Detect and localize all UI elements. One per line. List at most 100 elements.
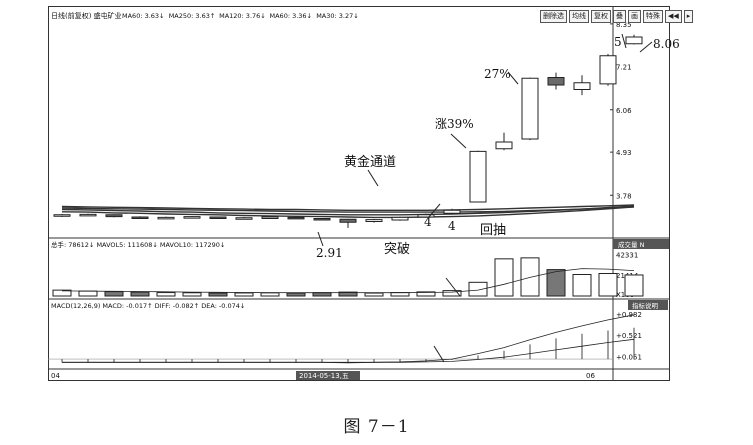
macd-tick-label: +0.521 [616, 332, 642, 340]
candle-body [53, 214, 71, 217]
low-price-label: 2.91 [316, 246, 343, 260]
chart-frame: 日线(前复权) 盛屯矿业 MA60: 3.63↓ MA250: 3.63↑MA12… [48, 6, 680, 381]
volume-tag-text: 成交量 N [618, 240, 645, 249]
volume-bar [364, 292, 384, 297]
volume-bar [468, 281, 488, 297]
x-axis-left: 04 [51, 372, 60, 380]
ma-value-label: MA60: 3.36↓ [270, 12, 313, 20]
x-axis-right: 06 [586, 372, 595, 380]
four-label-b: 4 [448, 219, 456, 233]
macd-tag[interactable] [628, 300, 668, 310]
volume-ma-line [61, 268, 635, 294]
moving-average-line [61, 205, 635, 216]
ma-value-label: MA60: 3.63↓ [122, 12, 165, 20]
macd-arrow [433, 345, 445, 363]
macd-tick-label: +0.051 [616, 354, 642, 362]
golden-channel-arrow [367, 169, 379, 187]
toolbar-button-2[interactable]: 复权 [591, 10, 611, 23]
toolbar-button-1[interactable]: 均线 [569, 10, 589, 23]
volume-bar [494, 258, 514, 297]
breakout-label: 突破 [384, 241, 410, 257]
five-label: 5 [614, 35, 622, 49]
candle-body [313, 218, 331, 221]
price-tick-label: 7.21 [616, 64, 632, 72]
price-tick-label: 6.06 [616, 107, 632, 115]
volume-tick-label: 42331 [616, 252, 638, 260]
volume-bar [78, 290, 98, 297]
candle-body [287, 216, 305, 220]
candle-body [365, 219, 383, 222]
volume-bar [442, 290, 462, 297]
candle-body [235, 217, 253, 220]
volume-bar [520, 257, 540, 297]
volume-bar [52, 289, 72, 297]
macd-label: MACD(12,26,9) MACD: -0.017↑ DIFF: -0.082… [51, 302, 245, 310]
high-price-label: 8.06 [653, 37, 680, 51]
price-tick-label: 3.78 [616, 192, 632, 200]
volume-bar [286, 292, 306, 297]
volume-bar [338, 291, 358, 297]
toolbar-button-7[interactable]: ▸ [683, 10, 694, 23]
candle-body [339, 218, 357, 223]
volume-bar [572, 273, 592, 297]
ma-value-label: MA30: 3.27↓ [316, 12, 359, 20]
ma-value-label: MA120: 3.76↓ [219, 12, 266, 20]
price-tick-label: 4.93 [616, 149, 632, 157]
toolbar-button-3[interactable]: 叠 [613, 10, 626, 23]
moving-average-line [61, 204, 635, 211]
x-axis-middle: 2014-05-13,五 [299, 372, 349, 380]
rise27-arrow [507, 71, 519, 85]
candle-body [157, 216, 175, 220]
volume-bar [208, 292, 228, 297]
volume-bar [624, 274, 644, 297]
volume-bar [416, 291, 436, 297]
high-arrow [639, 41, 653, 53]
macd-tag-text: 指标说明 [632, 301, 659, 310]
toolbar-button-6[interactable]: ◀◀ [665, 10, 682, 23]
macd-tick-label: +0.982 [616, 311, 642, 319]
kline-chart: 日线(前复权) 盛屯矿业 MA60: 3.63↓ MA250: 3.63↑MA12… [48, 6, 680, 381]
candle-body [79, 213, 97, 217]
candle-body [261, 216, 279, 219]
volume-bar [182, 292, 202, 297]
candle-body [469, 150, 487, 203]
toolbar-button-4[interactable]: 画 [628, 10, 641, 23]
candle-body [625, 36, 643, 45]
toolbar-button-5[interactable]: 特殊 [643, 10, 663, 23]
candle-body [547, 77, 565, 86]
x-axis-date-box [296, 371, 360, 380]
candle-body [495, 141, 513, 150]
chart-toolbar: 删除选均线复权叠画特殊◀◀▸ [540, 10, 694, 23]
low-price-arrow [317, 231, 324, 247]
volume-bar [234, 292, 254, 297]
pullback-label: 回抽 [480, 223, 506, 238]
candle-body [521, 77, 539, 140]
figure-caption: 图 7－1 [343, 417, 410, 437]
candle-body [183, 216, 201, 219]
volume-bar [260, 292, 280, 297]
price-tick-label: 8.35 [616, 21, 632, 29]
candle-body [573, 82, 591, 90]
four-label-a: 4 [424, 215, 432, 229]
volume-label: 总手: 78612↓ MAVOL5: 111608↓ MAVOL10: 1172… [51, 240, 225, 249]
volume-bar [130, 291, 150, 297]
candle-body [131, 216, 149, 219]
volume-bar [104, 291, 124, 297]
rise27-label: 27% [484, 67, 511, 81]
candle-body [443, 209, 461, 214]
candle-body [391, 216, 409, 221]
rise39-arrow [450, 133, 467, 149]
rise39-label: 涨39% [435, 116, 474, 131]
toolbar-button-0[interactable]: 删除选 [540, 10, 567, 23]
macd-dea-line [62, 338, 635, 363]
candle-body [209, 216, 227, 219]
moving-average-line [61, 206, 635, 219]
five-arrow [621, 33, 627, 49]
top-info-title: 日线(前复权) 盛屯矿业 [51, 11, 122, 20]
volume-bar [598, 273, 618, 297]
volume-bar [156, 292, 176, 297]
candle-body [417, 214, 435, 218]
ma-value-label: MA250: 3.63↑ [169, 12, 216, 20]
volume-tag[interactable] [613, 239, 669, 249]
volume-arrow [445, 277, 461, 297]
